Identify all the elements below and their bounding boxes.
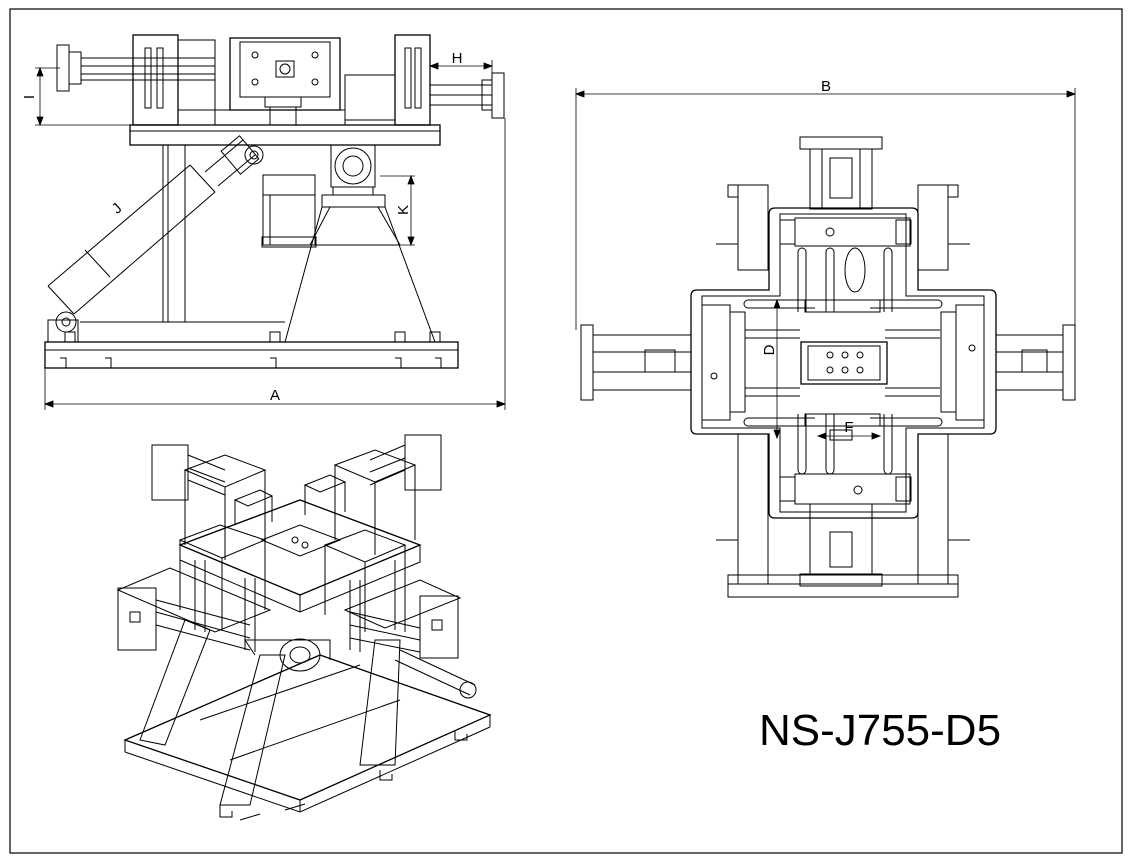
dim-label-i: I bbox=[21, 95, 38, 99]
dim-label-b: B bbox=[821, 78, 831, 95]
dim-label-d: D bbox=[761, 344, 778, 355]
drawing-border bbox=[9, 8, 1123, 854]
top-dimension-lines bbox=[574, 88, 1077, 440]
dim-label-h: H bbox=[452, 50, 463, 67]
dim-label-f: F bbox=[844, 419, 853, 436]
dim-label-a: A bbox=[270, 387, 280, 404]
dim-label-j: J bbox=[109, 200, 126, 218]
front-elevation-view bbox=[44, 34, 505, 369]
dim-label-k: K bbox=[395, 205, 412, 215]
isometric-view bbox=[116, 434, 492, 821]
model-number: NS-J755-D5 bbox=[759, 706, 1001, 755]
top-plan-view bbox=[580, 136, 1076, 598]
front-dimension-lines bbox=[35, 60, 507, 410]
